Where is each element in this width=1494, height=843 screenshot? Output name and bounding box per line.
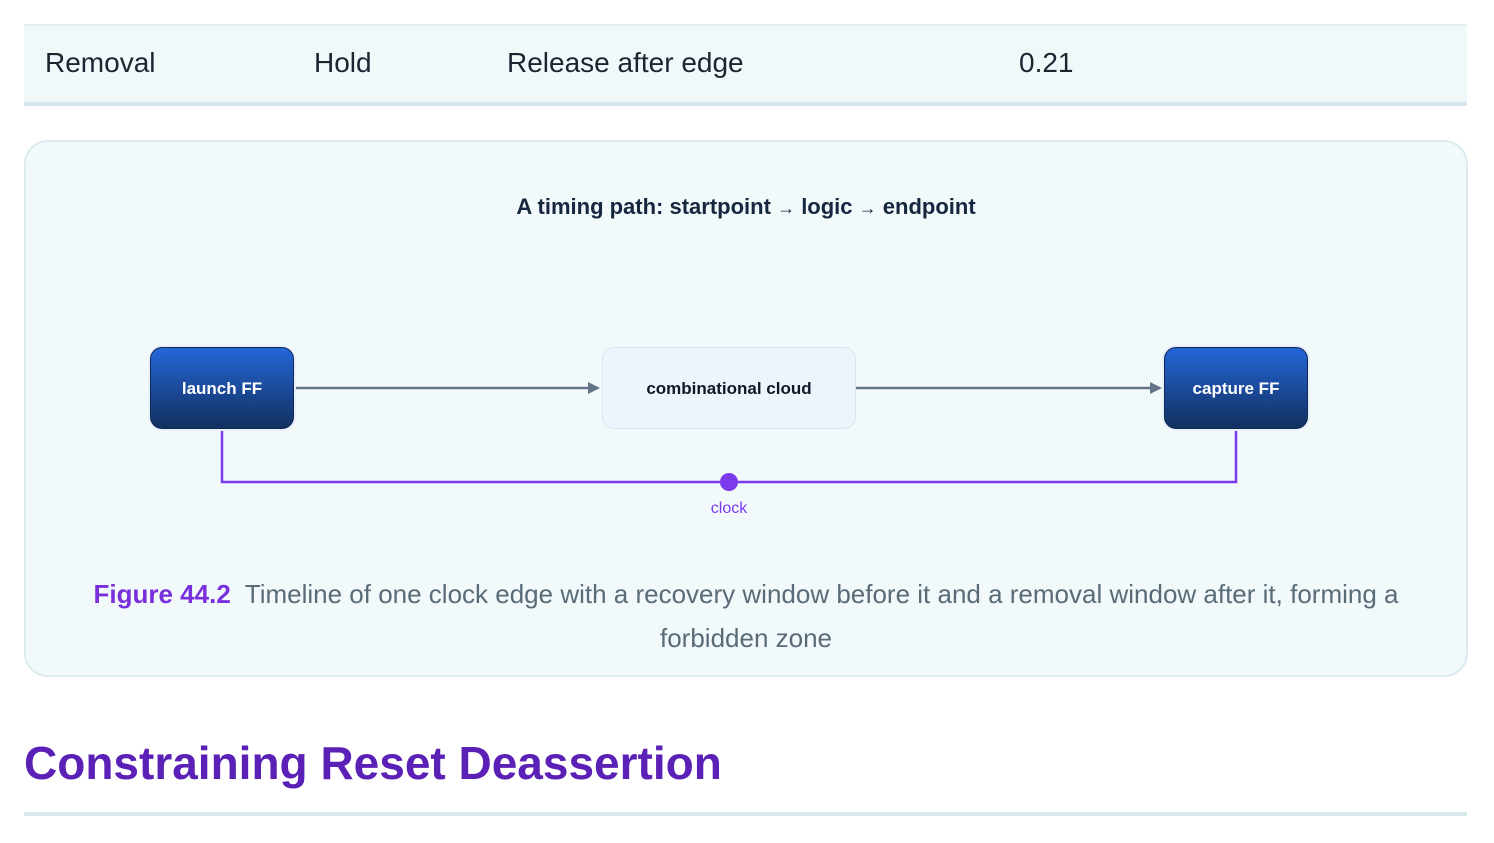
title-arrow-icon: → (777, 198, 796, 218)
title-logic: logic (801, 194, 853, 219)
clock-source-dot (720, 473, 738, 491)
combinational-cloud-node (602, 347, 856, 429)
title-endpoint: endpoint (882, 194, 976, 219)
table-cell-analogue: Hold (314, 47, 372, 78)
table-cell-value: 0.21 (1019, 47, 1074, 78)
table-cell-check: Removal (45, 47, 156, 78)
capture-ff-node (1164, 347, 1308, 429)
capture-ff-label: capture FF (1192, 379, 1280, 398)
diagram-title: A timing path: startpoint → logic → endp… (26, 194, 1466, 220)
clock-label: clock (710, 500, 748, 517)
table-row: Removal Hold Release after edge 0.21 (24, 24, 1467, 106)
title-startpoint: A timing path: startpoint (516, 194, 771, 219)
section-heading: Constraining Reset Deassertion (24, 737, 722, 789)
figure-number: Figure 44.2 (93, 579, 231, 609)
figure-caption-text: Timeline of one clock edge with a recove… (244, 579, 1399, 653)
table-cell-meaning: Release after edge (507, 47, 744, 78)
combinational-cloud-label: combinational cloud (646, 379, 812, 398)
timing-path-diagram (220, 382, 1238, 491)
title-arrow-icon: → (858, 198, 877, 218)
figure-caption: Figure 44.2 Timeline of one clock edge wi… (56, 572, 1436, 660)
launch-ff-label: launch FF (181, 379, 263, 398)
figure-card: A timing path: startpoint → logic → endp… (24, 140, 1468, 677)
heading-divider (24, 812, 1467, 816)
launch-ff-node (150, 347, 294, 429)
